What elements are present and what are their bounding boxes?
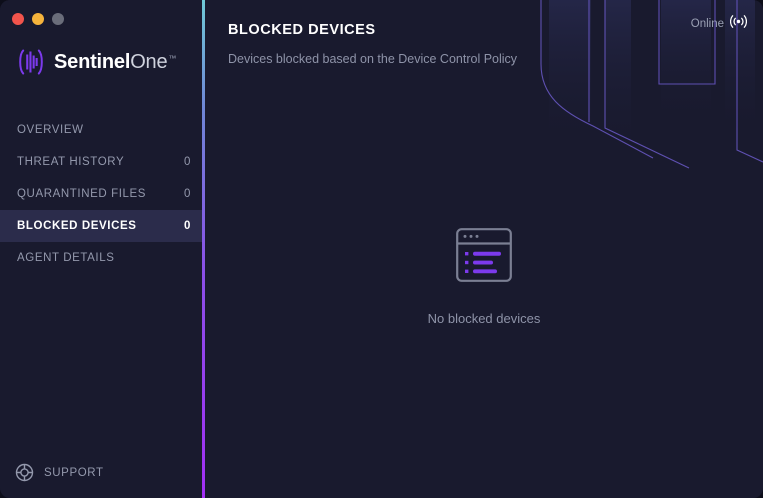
minimize-window-button[interactable]	[32, 13, 44, 25]
sidebar-item-count: 0	[184, 156, 191, 168]
sidebar-item-overview[interactable]: OVERVIEW	[0, 114, 205, 146]
brand-name-light: One	[130, 50, 168, 73]
sidebar-item-quarantined-files[interactable]: QUARANTINED FILES 0	[0, 178, 205, 210]
list-window-icon	[456, 228, 512, 287]
empty-state-text: No blocked devices	[427, 311, 541, 326]
connection-status: Online	[690, 14, 748, 34]
sidebar-item-label: AGENT DETAILS	[17, 252, 115, 264]
sidebar-item-label: THREAT HISTORY	[17, 156, 125, 168]
empty-state: No blocked devices	[205, 228, 763, 326]
sentinelone-bars-icon	[17, 49, 45, 75]
sidebar-navigation: OVERVIEW THREAT HISTORY 0 QUARANTINED FI…	[0, 114, 213, 274]
broadcast-signal-icon	[729, 14, 748, 34]
sidebar-item-label: BLOCKED DEVICES	[17, 220, 137, 232]
sidebar-item-support[interactable]: SUPPORT	[0, 463, 205, 498]
sidebar-item-label: OVERVIEW	[17, 124, 84, 136]
brand-trademark: ™	[168, 53, 177, 63]
lifebuoy-icon	[15, 463, 34, 482]
main-content: Online BLOCKED DEVICES Devices blocked b…	[205, 0, 763, 498]
page-subtitle: Devices blocked based on the Device Cont…	[228, 52, 518, 66]
page-title: BLOCKED DEVICES	[228, 22, 376, 38]
zoom-window-button[interactable]	[52, 13, 64, 25]
window-traffic-lights	[0, 0, 205, 28]
status-label: Online	[690, 18, 724, 30]
sidebar-accent-edge	[202, 0, 205, 498]
sidebar-item-count: 0	[184, 220, 191, 232]
sidebar-item-label: QUARANTINED FILES	[17, 188, 147, 200]
page-header: BLOCKED DEVICES Devices blocked based on…	[205, 0, 763, 66]
close-window-button[interactable]	[12, 13, 24, 25]
sidebar-item-agent-details[interactable]: AGENT DETAILS	[0, 242, 205, 274]
brand-name-bold: Sentinel	[54, 50, 131, 73]
sidebar-support-label: SUPPORT	[44, 466, 104, 479]
sidebar-item-count: 0	[184, 188, 191, 200]
sidebar-item-threat-history[interactable]: THREAT HISTORY 0	[0, 146, 205, 178]
sidebar-item-blocked-devices[interactable]: BLOCKED DEVICES 0	[0, 210, 213, 242]
